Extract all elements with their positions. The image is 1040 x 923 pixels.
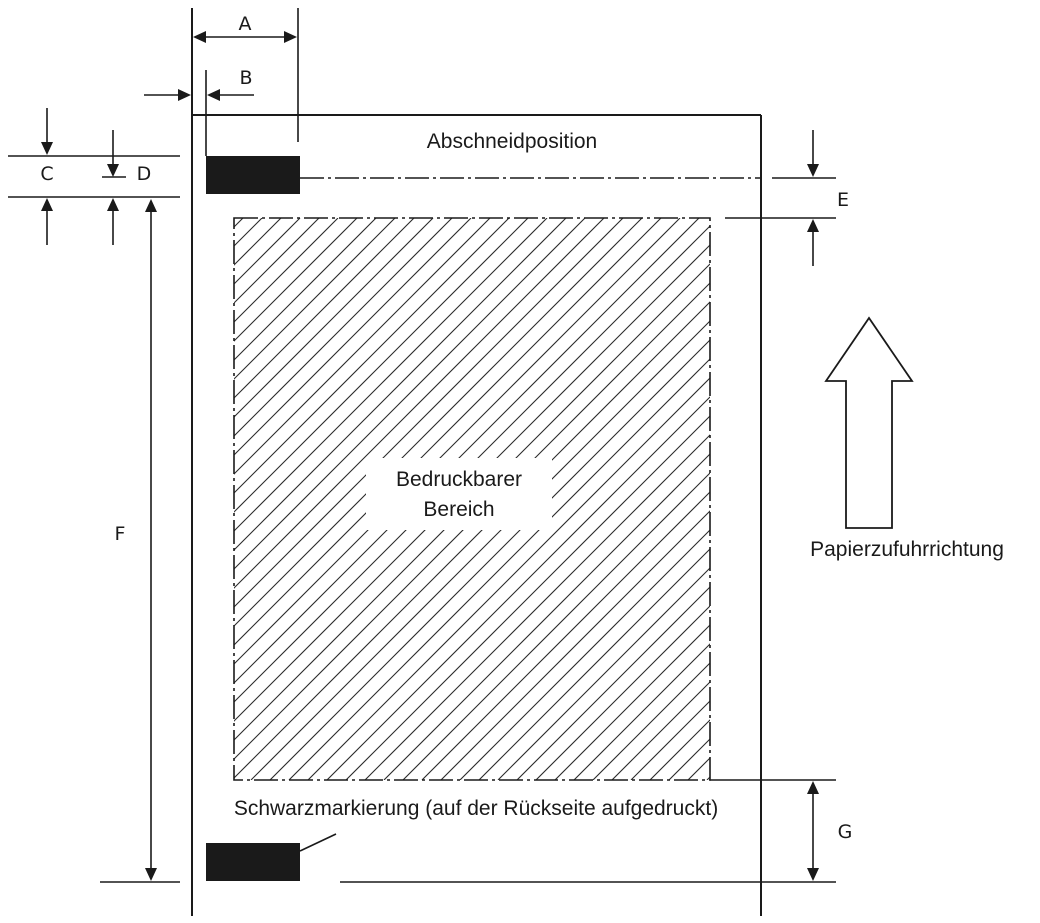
hatch-line — [440, 510, 710, 780]
hatch-line — [234, 218, 510, 494]
hatch-line — [345, 415, 710, 780]
dimension-a: A — [193, 8, 299, 142]
hatch-line — [234, 218, 263, 247]
hatch-line — [234, 218, 320, 304]
black-mark-label: Schwarzmarkierung (auf der Rückseite auf… — [234, 797, 718, 820]
dimension-g: G — [340, 779, 853, 883]
printable-area-label-line1: Bedruckbarer — [396, 468, 522, 491]
feed-direction-arrow — [824, 316, 914, 529]
label-g: G — [838, 821, 853, 843]
hatch-line — [234, 218, 339, 323]
hatch-line — [649, 719, 710, 780]
hatch-line — [421, 491, 710, 780]
hatch-line — [234, 218, 586, 570]
dimension-f: F — [100, 199, 180, 883]
hatch-line — [326, 396, 710, 780]
hatch-line — [459, 529, 710, 780]
label-b: B — [239, 67, 252, 89]
label-e: E — [837, 189, 849, 211]
printable-area-border — [233, 217, 711, 781]
hatch-line — [288, 358, 710, 780]
hatch-line — [402, 472, 710, 780]
cut-position-label: Abschneidposition — [427, 130, 597, 153]
black-mark-bottom — [206, 843, 300, 881]
hatch-line — [516, 586, 710, 780]
hatch-line — [234, 218, 605, 589]
hatch-line — [234, 218, 244, 228]
hatch-line — [234, 218, 415, 399]
hatch-line — [630, 700, 710, 780]
hatch-line — [234, 218, 529, 513]
hatch-line — [234, 218, 453, 437]
hatch-line — [234, 218, 567, 551]
dimension-e: E — [725, 130, 849, 266]
black-mark-leader-line — [299, 833, 337, 852]
hatch-line — [554, 624, 710, 780]
hatch-line — [234, 218, 548, 532]
hatch-line — [234, 218, 624, 608]
hatch-line — [234, 218, 301, 285]
hatch-line — [535, 605, 710, 780]
hatch-line — [497, 567, 710, 780]
hatch-line — [234, 218, 358, 342]
hatch-line — [0, 218, 224, 780]
hatch-line — [234, 218, 396, 380]
label-c: C — [40, 163, 53, 185]
hatch-line — [611, 681, 710, 780]
dimension-b: B — [144, 67, 254, 156]
hatch-line — [234, 218, 377, 361]
printable-label-backdrop — [366, 458, 552, 530]
paper-sheet — [191, 8, 762, 916]
hatch-line — [234, 218, 472, 456]
hatch-line — [234, 218, 643, 627]
printable-area-label-line2: Bereich — [423, 498, 494, 521]
hatch-line — [478, 548, 710, 780]
hatch-line — [307, 377, 710, 780]
black-mark-top — [206, 156, 300, 194]
label-f: F — [115, 523, 126, 545]
label-a: A — [239, 13, 252, 35]
hatch-line — [573, 643, 710, 780]
label-d: D — [137, 163, 152, 185]
hatch-line — [234, 218, 282, 266]
hatch-line — [364, 434, 710, 780]
dimension-c: C — [40, 108, 54, 245]
hatch-line — [234, 218, 491, 475]
dimension-d: D — [102, 130, 151, 245]
printable-area: Bedruckbarer Bereich — [0, 217, 711, 781]
feed-direction-label: Papierzufuhrrichtung — [810, 538, 1004, 561]
hatch-line — [383, 453, 710, 780]
hatch-line — [234, 218, 434, 418]
hatch-line — [592, 662, 710, 780]
